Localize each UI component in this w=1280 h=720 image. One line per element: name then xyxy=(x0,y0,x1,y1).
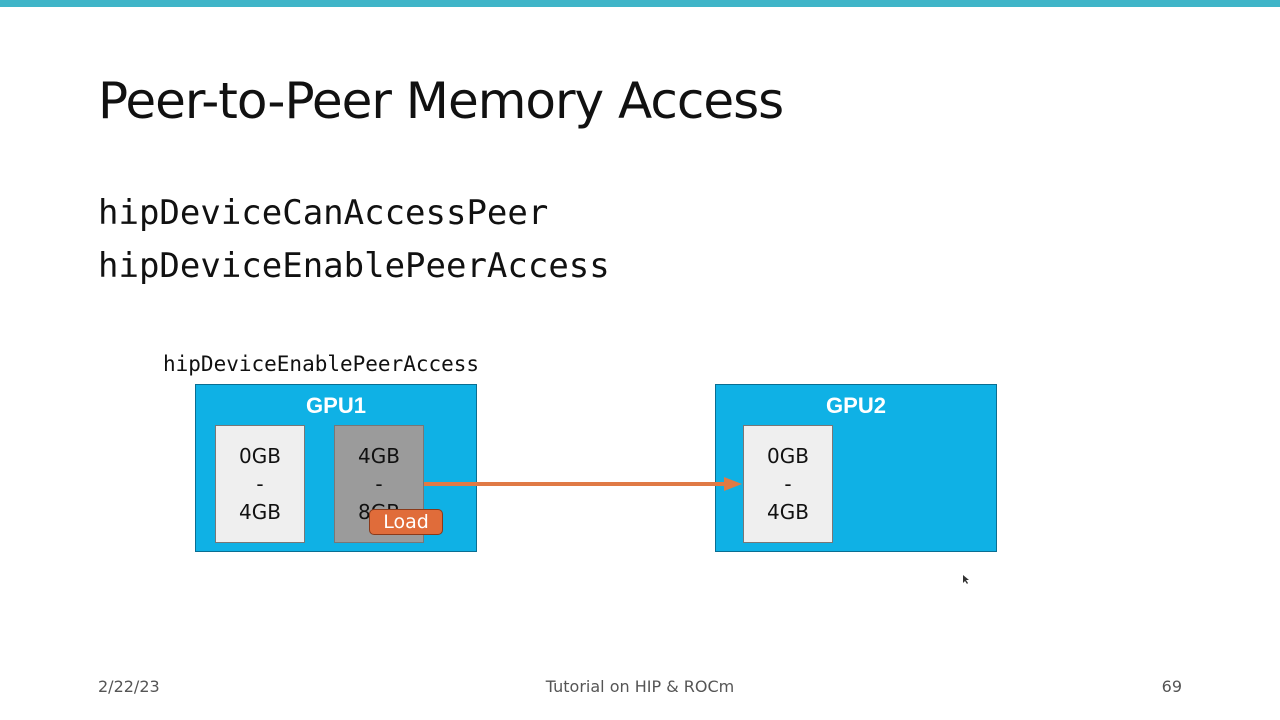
memory-range-end: 4GB xyxy=(239,500,281,524)
memory-range-start: 0GB xyxy=(239,444,281,468)
code-line-can-access-peer: hipDeviceCanAccessPeer xyxy=(98,193,549,233)
gpu1-memory-block-4-8gb: 4GB - 8GB xyxy=(334,425,424,543)
slide-accent-bar xyxy=(0,0,1280,7)
gpu2-title: GPU2 xyxy=(826,393,886,418)
memory-range-dash: - xyxy=(784,472,792,496)
memory-range-start: 4GB xyxy=(358,444,400,468)
mouse-cursor-icon xyxy=(963,575,969,584)
gpu2-box: GPU2 0GB - 4GB xyxy=(715,384,997,552)
footer-date: 2/22/23 xyxy=(98,677,160,696)
slide-title: Peer-to-Peer Memory Access xyxy=(98,72,784,130)
page-number: 69 xyxy=(1161,677,1182,696)
diagram-label: hipDeviceEnablePeerAccess xyxy=(163,352,480,376)
memory-range-dash: - xyxy=(256,472,264,496)
gpu1-box: GPU1 0GB - 4GB 4GB - 8GB xyxy=(195,384,477,552)
gpu1-title: GPU1 xyxy=(306,393,366,418)
load-badge: Load xyxy=(369,509,443,535)
memory-range-end: 4GB xyxy=(767,500,809,524)
load-arrow xyxy=(424,477,742,491)
footer-title: Tutorial on HIP & ROCm xyxy=(545,677,735,696)
gpu2-memory-block-0-4gb: 0GB - 4GB xyxy=(743,425,833,543)
memory-range-start: 0GB xyxy=(767,444,809,468)
code-line-enable-peer-access: hipDeviceEnablePeerAccess xyxy=(98,246,610,286)
memory-range-dash: - xyxy=(375,472,383,496)
gpu1-memory-block-0-4gb: 0GB - 4GB xyxy=(215,425,305,543)
